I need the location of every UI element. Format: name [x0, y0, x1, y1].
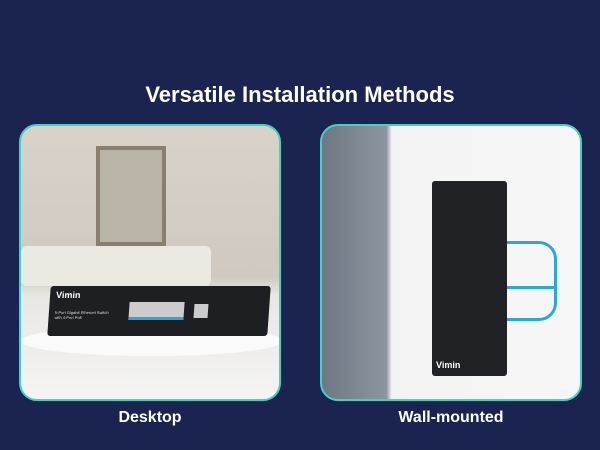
page-title: Versatile Installation Methods — [145, 82, 455, 107]
uplink-port — [193, 304, 209, 318]
ethernet-cables — [507, 241, 557, 321]
ethernet-ports — [128, 302, 185, 320]
switch-device: Vimin 5-Port Gigabit Ethernet Switch wit… — [47, 286, 271, 336]
caption-desktop: Desktop — [118, 409, 182, 426]
device-brand: Vimin — [55, 290, 81, 300]
ethernet-cable — [507, 286, 557, 289]
caption-wall-mounted: Wall-mounted — [398, 409, 504, 426]
switch-device: Vimin — [432, 181, 507, 376]
device-brand: Vimin — [436, 360, 461, 370]
device-description: 5-Port Gigabit Ethernet Switch with 4-Po… — [54, 310, 109, 320]
wall-mirror — [96, 146, 166, 246]
sofa — [21, 246, 211, 286]
desktop-photo: Vimin 5-Port Gigabit Ethernet Switch wit… — [19, 124, 281, 401]
wall-mounted-photo: Vimin — [320, 124, 582, 401]
